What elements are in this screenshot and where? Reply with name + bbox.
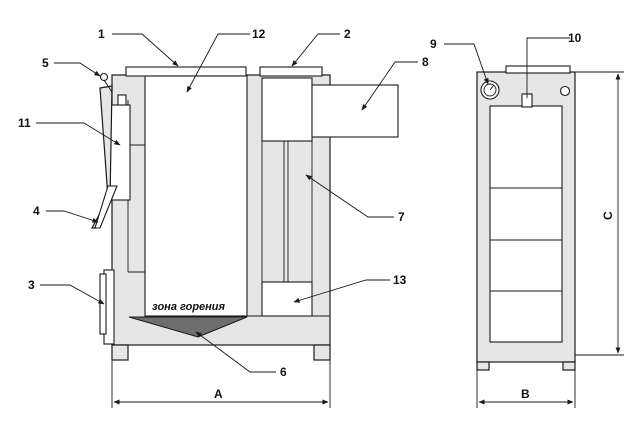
combustion-zone — [128, 316, 248, 338]
loading-chamber — [144, 75, 248, 317]
heat-exchanger — [261, 77, 313, 142]
side-panel — [489, 105, 563, 343]
side-view — [476, 65, 576, 371]
callout-2: 2 — [344, 27, 351, 41]
flue-pipe — [311, 84, 399, 138]
dimension-lines — [111, 71, 624, 408]
leader-lines — [36, 33, 570, 373]
top-lid-right — [259, 66, 323, 77]
callout-10: 10 — [568, 31, 582, 45]
thermometer-icon — [480, 80, 500, 100]
side-port — [559, 85, 571, 97]
callout-1: 1 — [98, 27, 105, 41]
callout-13: 13 — [393, 273, 407, 287]
combustion-zone-label: зона горения — [152, 301, 226, 313]
callout-9: 9 — [430, 37, 437, 51]
callout-5: 5 — [42, 56, 49, 70]
callout-labels: 1 12 2 5 8 11 4 7 3 13 6 9 10 — [18, 27, 582, 379]
callout-11: 11 — [18, 116, 31, 130]
foot-left — [111, 344, 129, 361]
callout-7: 7 — [398, 210, 405, 224]
dimension-labels: A B C — [214, 211, 615, 401]
foot-right — [313, 344, 331, 361]
dimension-c: C — [601, 211, 615, 220]
callout-3: 3 — [28, 278, 35, 292]
front-section-view: зона горения — [91, 66, 399, 361]
callout-4: 4 — [33, 204, 40, 218]
dimension-b: B — [521, 387, 530, 401]
callout-12: 12 — [252, 27, 266, 41]
door-handle — [99, 72, 109, 82]
callout-6: 6 — [280, 365, 287, 379]
dimension-a: A — [214, 387, 223, 401]
top-lid-left — [125, 66, 247, 77]
callout-8: 8 — [422, 55, 429, 69]
